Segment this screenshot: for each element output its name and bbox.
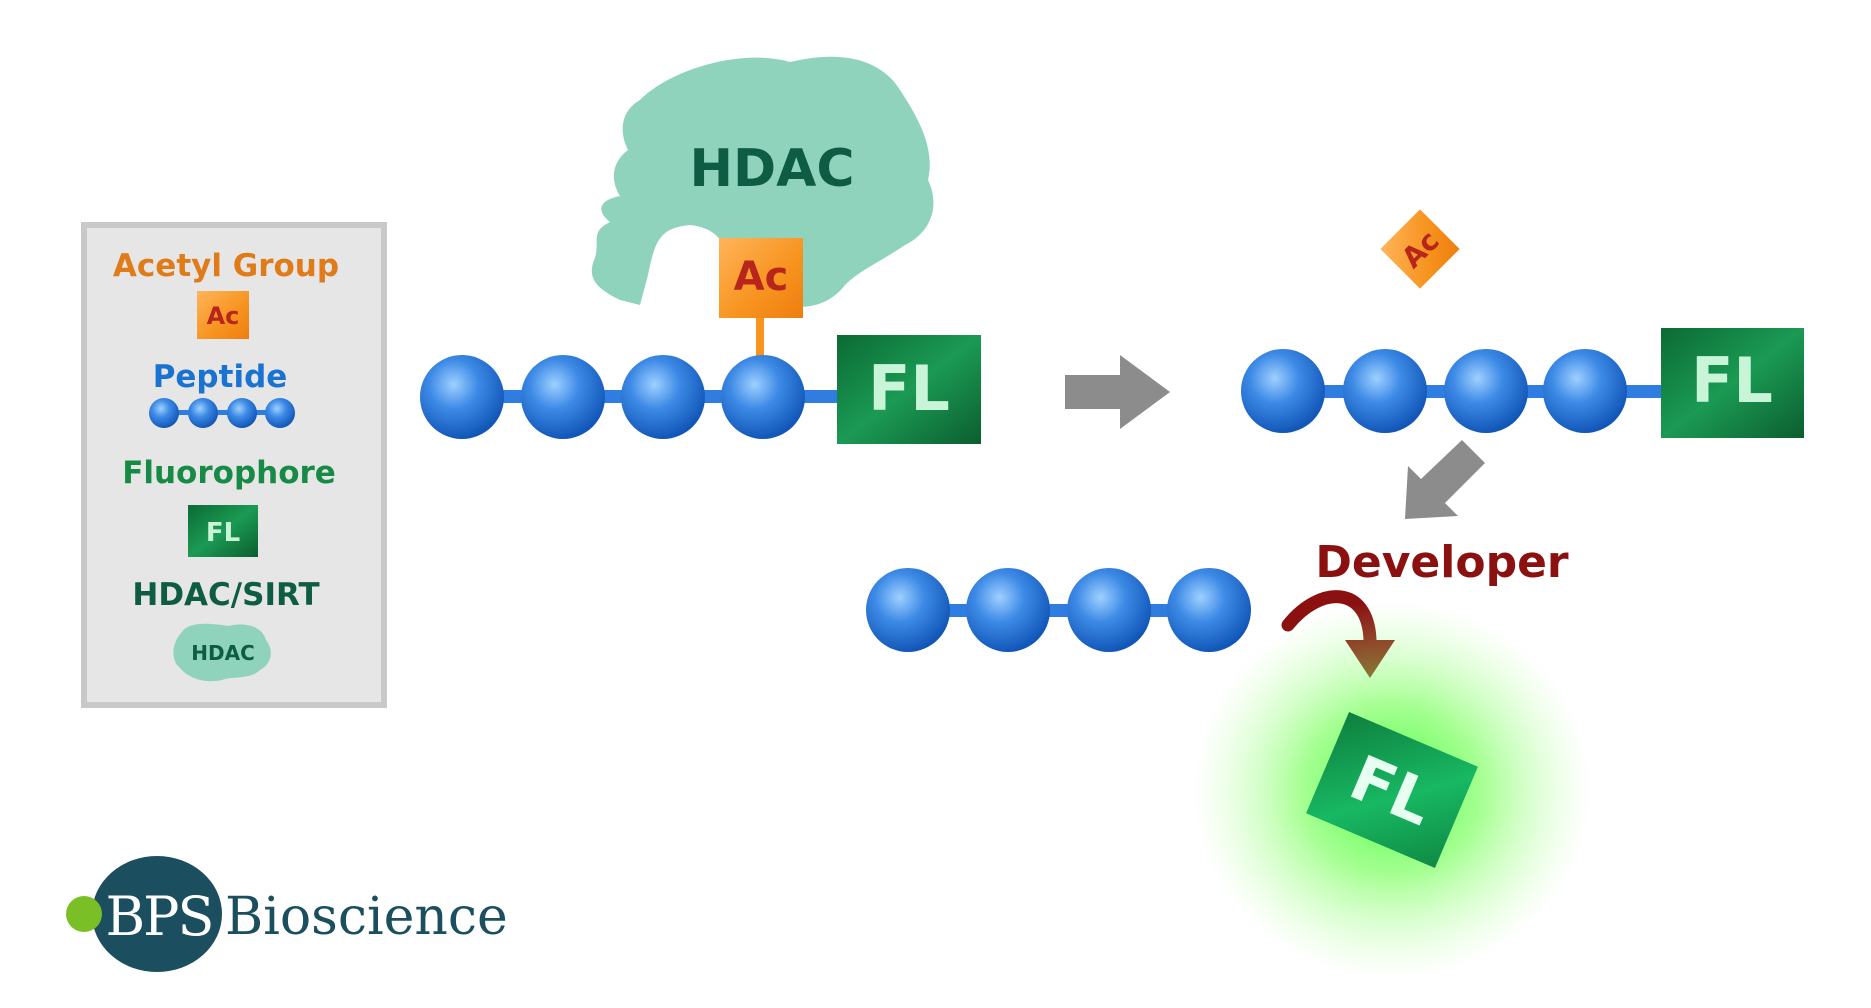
step3-developer-cleavage: Developer FL bbox=[866, 537, 1592, 980]
legend-acetyl-symbol: Ac bbox=[207, 302, 240, 330]
logo-green-dot bbox=[66, 896, 102, 932]
logo-mark-text: BPS bbox=[105, 885, 212, 948]
logo-mark-oval bbox=[92, 856, 222, 972]
released-fluorophore-box: FL bbox=[1306, 712, 1478, 868]
developer-label: Developer bbox=[1315, 537, 1569, 588]
peptide-bead bbox=[1167, 568, 1251, 652]
legend-peptide-chain bbox=[149, 398, 295, 428]
legend-acetyl-box: Ac bbox=[197, 291, 249, 339]
legend-peptide-bead bbox=[149, 398, 179, 428]
legend-peptide-bead bbox=[188, 398, 218, 428]
peptide-bead bbox=[521, 355, 605, 439]
fluorophore-label: FL bbox=[868, 352, 950, 425]
peptide-bead bbox=[1543, 349, 1627, 433]
peptide-bead bbox=[1444, 349, 1528, 433]
peptide-bead bbox=[1067, 568, 1151, 652]
legend-peptide-title: Peptide bbox=[153, 359, 288, 395]
legend-fluorophore-title: Fluorophore bbox=[122, 455, 336, 491]
legend-enzyme-symbol: HDAC bbox=[191, 641, 255, 665]
peptide-bead bbox=[420, 355, 504, 439]
legend-enzyme-title: HDAC/SIRT bbox=[132, 577, 319, 613]
hdac-enzyme-blob bbox=[591, 56, 934, 307]
legend-peptide-bead bbox=[265, 398, 295, 428]
legend-acetyl-title: Acetyl Group bbox=[113, 248, 339, 284]
legend-peptide-bead bbox=[227, 398, 257, 428]
step2-deacetylated-substrate: Ac FL bbox=[1241, 209, 1804, 438]
reaction-arrow-right bbox=[1065, 355, 1170, 429]
peptide-bead bbox=[1241, 349, 1325, 433]
reaction-arrow-down-left bbox=[1405, 440, 1485, 519]
acetyl-linker bbox=[756, 315, 764, 360]
peptide-backbone bbox=[908, 604, 1208, 617]
peptide-bead bbox=[621, 355, 705, 439]
bps-bioscience-logo: BPS Bioscience bbox=[66, 856, 508, 972]
acetyl-group-label: Ac bbox=[734, 254, 789, 300]
step1-enzyme-substrate-complex: HDAC Ac FL bbox=[420, 56, 981, 444]
legend-fluorophore-box: FL bbox=[188, 505, 258, 557]
released-acetyl-group: Ac bbox=[1380, 209, 1460, 289]
peptide-bead bbox=[1343, 349, 1427, 433]
peptide-bead bbox=[721, 355, 805, 439]
fluorophore-box: FL bbox=[1661, 328, 1804, 438]
logo-wordmark: Bioscience bbox=[225, 887, 508, 947]
fluorophore-label: FL bbox=[1691, 344, 1773, 417]
legend-panel: Acetyl Group Ac Peptide Fluorophore FL H… bbox=[81, 222, 387, 708]
peptide-bead bbox=[866, 568, 950, 652]
hdac-enzyme-label: HDAC bbox=[689, 139, 854, 199]
fluorophore-box: FL bbox=[837, 335, 981, 444]
peptide-bead bbox=[966, 568, 1050, 652]
legend-fluorophore-symbol: FL bbox=[206, 518, 240, 548]
legend-enzyme-blob: HDAC bbox=[173, 623, 271, 682]
acetyl-group-box: Ac bbox=[719, 238, 803, 318]
